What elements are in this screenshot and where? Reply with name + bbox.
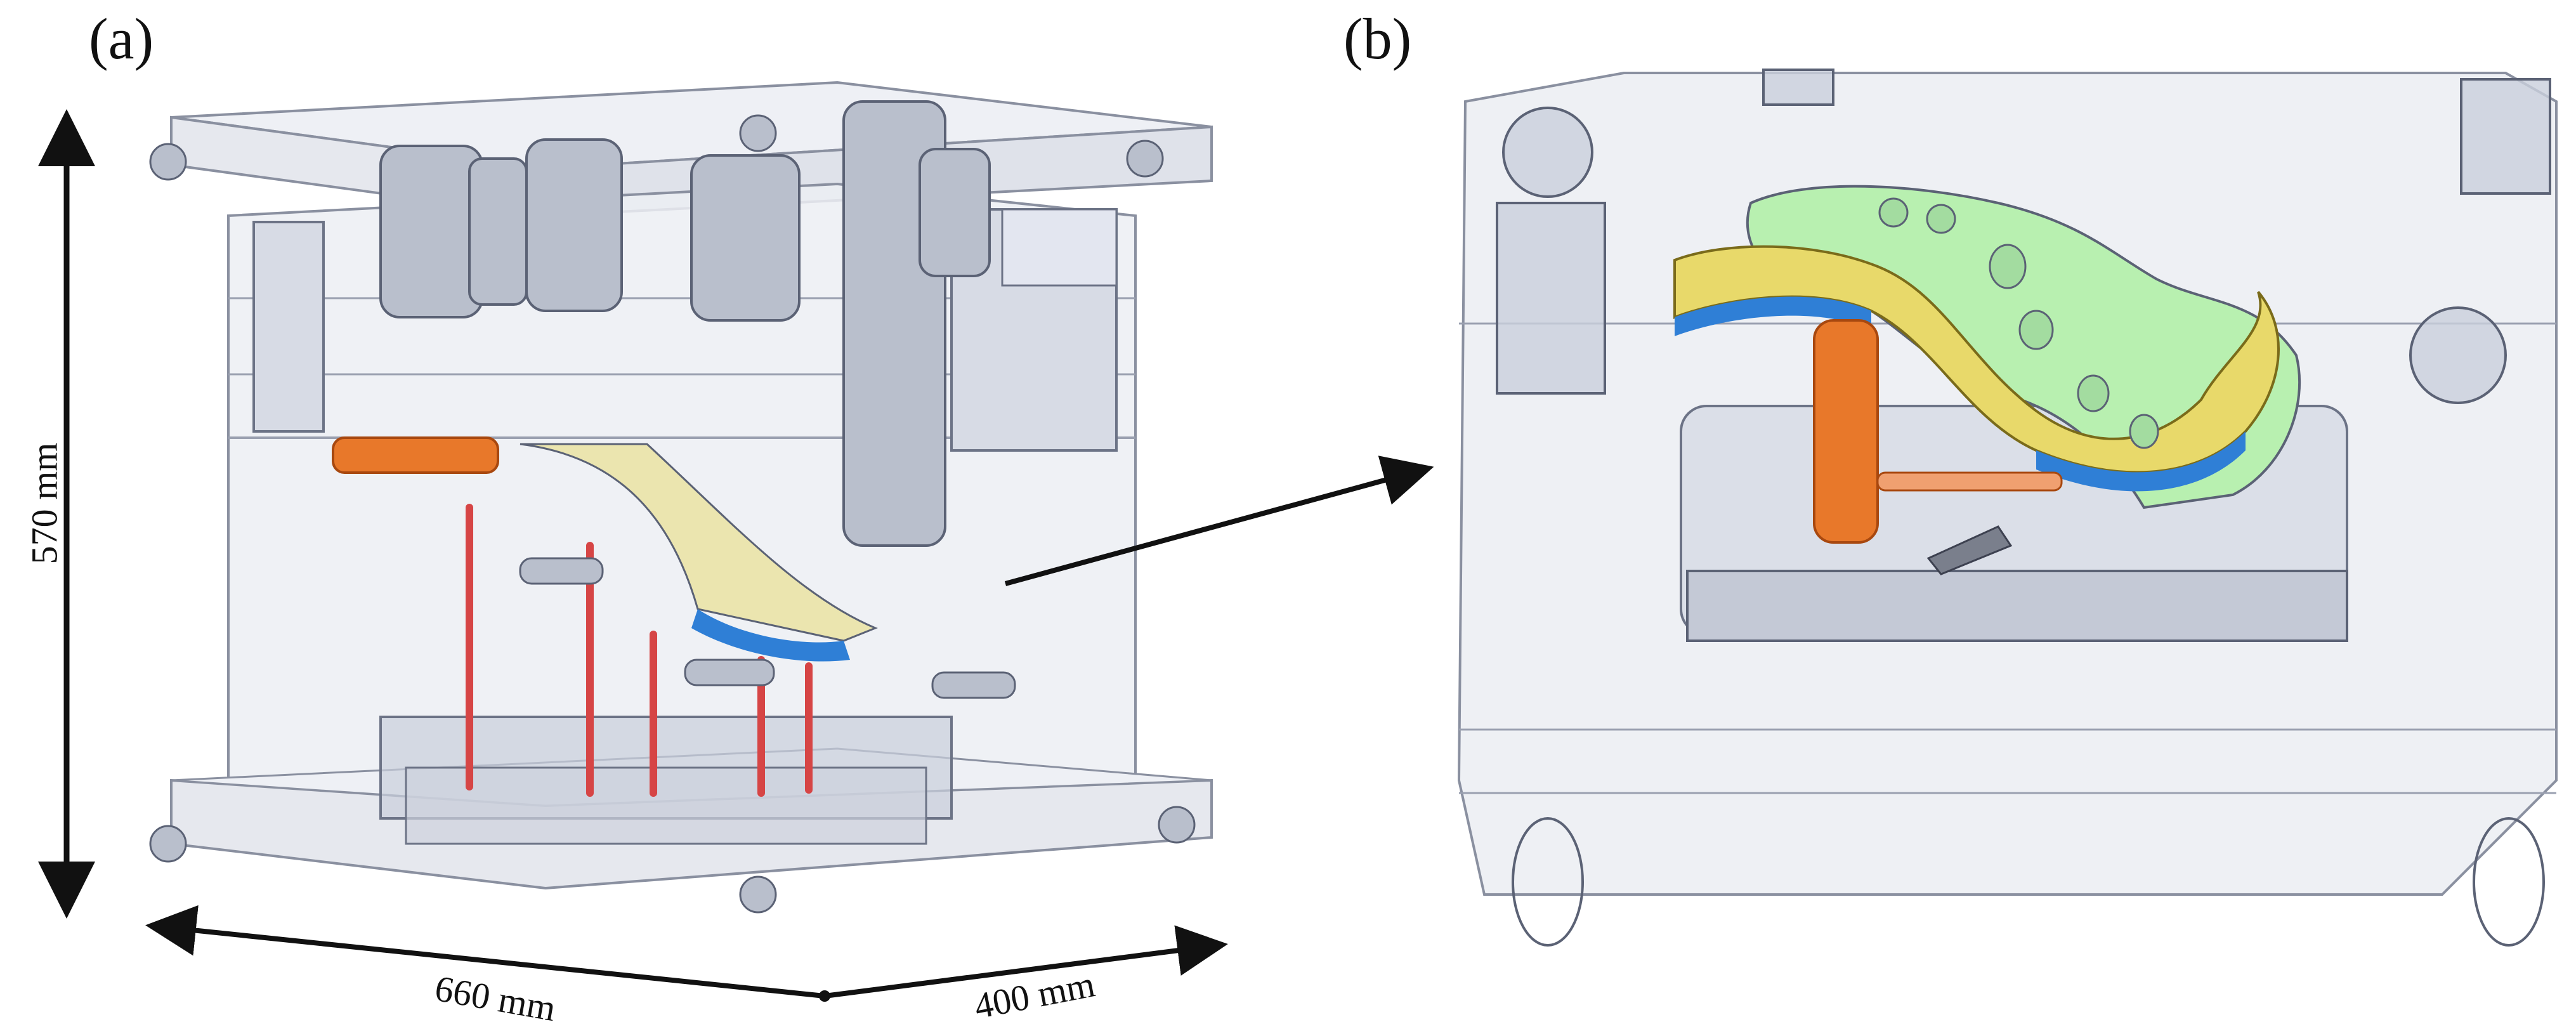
ejector-pins xyxy=(466,504,813,797)
depth-arrow xyxy=(824,925,1228,999)
height-dimension-label: 570 mm xyxy=(23,442,65,565)
callout-arrow xyxy=(1004,456,1434,586)
core-insert-a xyxy=(332,436,499,474)
panel-label-a: (a) xyxy=(89,6,154,71)
panel-label-b: (b) xyxy=(1344,6,1412,71)
width-arrow xyxy=(145,905,825,999)
molded-part-yellow xyxy=(1673,245,2280,474)
mold-assembly-a xyxy=(149,81,1213,914)
mold-detail-b xyxy=(1457,69,2558,947)
cylinders xyxy=(379,100,991,547)
molded-part-a xyxy=(520,443,878,642)
core-insert-b xyxy=(1813,319,1879,544)
